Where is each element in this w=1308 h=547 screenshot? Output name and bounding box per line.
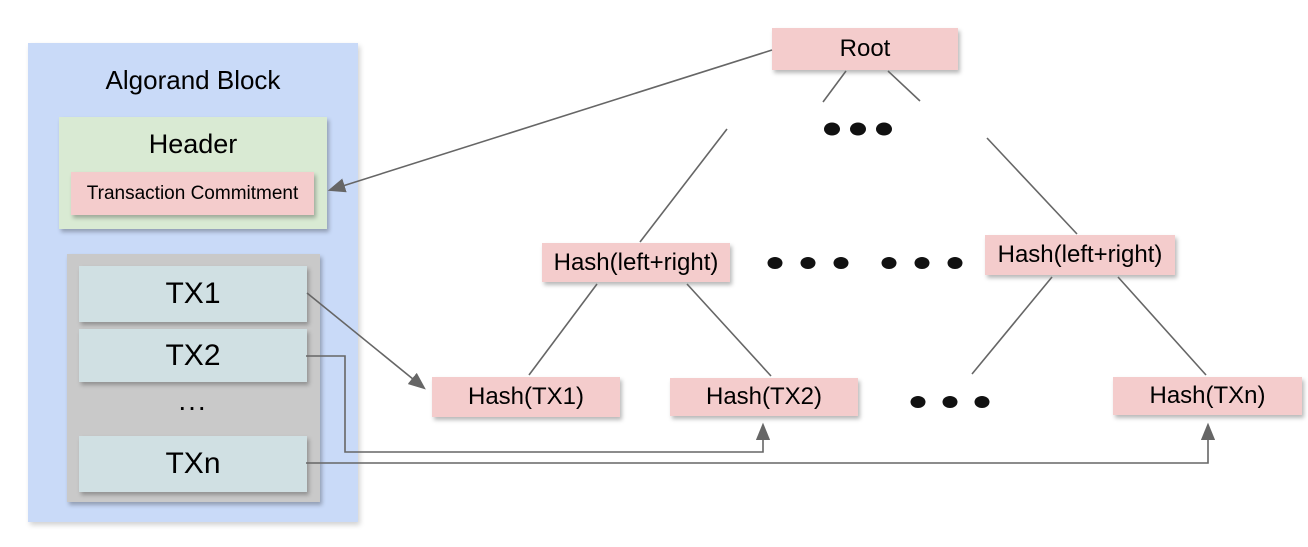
tx-ellipsis: ... (178, 385, 208, 416)
edge-to-internal-left (639, 128, 728, 243)
ellipsis-under-root (824, 122, 892, 136)
txn-label: TXn (165, 447, 221, 480)
header-title: Header (148, 128, 238, 159)
edge-to-internal-right (986, 137, 1078, 235)
transaction-commitment-label: Transaction Commitment (86, 182, 299, 204)
arrow-txn-to-hash-txn (306, 422, 1216, 464)
edge-internal-left-to-hash-tx2 (686, 283, 772, 377)
edge-internal-left-to-hash-tx1 (528, 283, 598, 376)
ellipsis-mid-level-left (767, 257, 849, 269)
edge-internal-right-to-elided-leaf (971, 276, 1053, 375)
tx1-box: TX1 (79, 266, 307, 322)
tx2-label: TX2 (165, 338, 221, 372)
edge-internal-right-to-hash-txn (1117, 276, 1207, 376)
leaf-hash-tx2-label: Hash(TX2) (705, 383, 823, 410)
leaf-node-hash-tx1: Hash(TX1) (432, 377, 620, 417)
internal-node-right-label: Hash(left+right) (997, 241, 1163, 268)
leaf-node-hash-tx2: Hash(TX2) (670, 378, 858, 416)
tx1-label: TX1 (165, 277, 221, 310)
internal-node-left: Hash(left+right) (542, 243, 730, 282)
leaf-hash-txn-label: Hash(TXn) (1149, 382, 1266, 409)
algorand-block-title: Algorand Block (105, 64, 281, 95)
edge-root-left-stub (822, 70, 847, 103)
edge-root-right-stub (887, 70, 921, 102)
merkle-root-label: Root (839, 35, 891, 62)
ellipsis-mid-level-right (881, 257, 963, 269)
tx2-box: TX2 (79, 329, 307, 382)
arrow-root-to-commitment (327, 49, 773, 193)
ellipsis-leaf-row (910, 396, 990, 408)
transaction-commitment-box: Transaction Commitment (71, 172, 314, 215)
internal-node-left-label: Hash(left+right) (553, 248, 719, 276)
internal-node-right: Hash(left+right) (985, 235, 1175, 275)
leaf-hash-tx1-label: Hash(TX1) (467, 383, 585, 410)
txn-box: TXn (79, 436, 307, 492)
leaf-node-hash-txn: Hash(TXn) (1113, 377, 1302, 415)
merkle-root-node: Root (772, 28, 958, 70)
